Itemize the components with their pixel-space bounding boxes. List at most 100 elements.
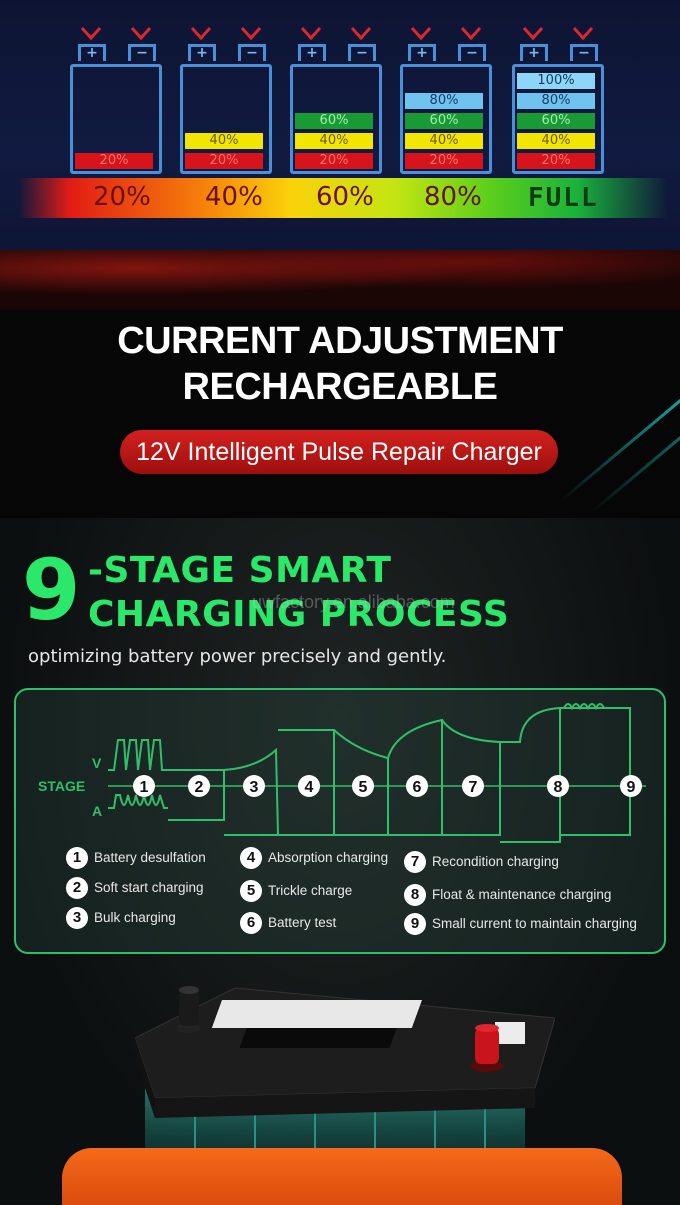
red-clip-icon (240, 26, 262, 42)
battery-level-3: + − 20% 40% 60% (290, 26, 382, 174)
battery-body (180, 64, 272, 174)
charge-cell: 20% (295, 153, 373, 169)
svg-text:1: 1 (140, 779, 149, 796)
battery-level-1: + − 20% (70, 26, 162, 174)
promo-section: CURRENT ADJUSTMENT RECHARGEABLE 12V Inte… (0, 250, 680, 518)
battery-level-2: + − 20% 40% (180, 26, 272, 174)
legend-text: Bulk charging (94, 910, 176, 925)
legend-number: 5 (240, 880, 262, 902)
legend-number: 9 (404, 913, 426, 935)
red-clip-icon (522, 26, 544, 42)
legend-text: Small current to maintain charging (432, 916, 637, 931)
stage-number-8: 8 (547, 775, 569, 797)
legend-number: 1 (66, 847, 88, 869)
light-streak (589, 435, 680, 515)
battery-level-5: +−20%40%60%80%100% (512, 26, 604, 174)
charge-cell: 80% (405, 93, 483, 109)
negative-terminal: − (238, 44, 266, 61)
legend-number: 8 (404, 884, 426, 906)
charge-cell: 20% (405, 153, 483, 169)
svg-text:6: 6 (413, 779, 422, 796)
stage-number-7: 7 (462, 775, 484, 797)
negative-terminal: − (458, 44, 486, 61)
stage-number-2: 2 (188, 775, 210, 797)
scale-label: 60% (316, 182, 374, 212)
promo-title-line1: CURRENT ADJUSTMENT (117, 320, 563, 362)
charge-gradient-bar (18, 178, 668, 218)
legend-number: 2 (66, 877, 88, 899)
negative-terminal: − (570, 44, 598, 61)
stage-label: STAGE (38, 778, 85, 794)
negative-terminal: − (348, 44, 376, 61)
big-nine: 9 (22, 541, 81, 639)
charge-cell: 20% (75, 153, 153, 169)
svg-text:7: 7 (469, 779, 478, 796)
red-clip-icon (130, 26, 152, 42)
negative-terminal: − (128, 44, 156, 61)
red-clip-icon (460, 26, 482, 42)
full-label: FULL (528, 183, 599, 213)
svg-text:2: 2 (195, 779, 204, 796)
promo-title-line2: RECHARGEABLE (182, 366, 498, 408)
waveform-lines (108, 703, 631, 843)
legend-text: Trickle charge (268, 883, 353, 898)
stage-number-9: 9 (620, 775, 642, 797)
legend-text: Float & maintenance charging (432, 887, 612, 902)
stages-subtitle: optimizing battery power precisely and g… (28, 646, 447, 667)
charger-body-image (62, 1148, 622, 1205)
stages-title-line1: -STAGE SMART (88, 550, 392, 591)
battery-body (512, 64, 604, 174)
legend-text: Recondition charging (432, 854, 559, 869)
stage-number-5: 5 (352, 775, 374, 797)
red-clip-icon (300, 26, 322, 42)
scale-label: 40% (205, 182, 263, 212)
legend-number: 4 (240, 847, 262, 869)
positive-terminal: + (188, 44, 216, 61)
stage-waveform-diagram: V STAGE A 1 2 3 4 5 6 7 8 9 (38, 703, 646, 843)
positive-terminal: + (408, 44, 436, 61)
battery-body (290, 64, 382, 174)
charge-cell: 40% (405, 133, 483, 149)
product-name-pill: 12V Intelligent Pulse Repair Charger (120, 430, 558, 474)
charge-cell: 40% (185, 133, 263, 149)
legend-number: 6 (240, 912, 262, 934)
car-battery-image (135, 986, 555, 1158)
red-clip-icon (80, 26, 102, 42)
svg-text:4: 4 (305, 779, 314, 796)
charge-cell: 60% (295, 113, 373, 129)
svg-text:5: 5 (359, 779, 368, 796)
legend-number: 7 (404, 851, 426, 873)
charge-cell: 100% (517, 73, 595, 89)
v-label: V (92, 755, 102, 771)
charge-cell: 20% (185, 153, 263, 169)
watermark: uwfactory.en.alibaba.com (252, 592, 455, 612)
charge-cell: 40% (517, 133, 595, 149)
charge-cell: 40% (295, 133, 373, 149)
positive-terminal: + (520, 44, 548, 61)
red-clip-icon (190, 26, 212, 42)
legend-text: Soft start charging (94, 880, 204, 895)
scale-label: 80% (424, 182, 482, 212)
legend-text: Battery desulfation (94, 850, 206, 865)
red-glow-strip (0, 250, 680, 310)
positive-terminal: + (298, 44, 326, 61)
svg-text:8: 8 (554, 779, 563, 796)
stages-title-line2: CHARGING PROCESS (88, 594, 510, 635)
svg-text:9: 9 (627, 779, 636, 796)
legend-text: Absorption charging (268, 850, 389, 865)
charge-levels-section: + − 20% + − 20% 40% + − 20% 40% 60% + − 20% 40% 60% 80% + −… (0, 0, 680, 250)
battery-level-4: +−20%40%60%80% (400, 26, 492, 174)
battery-body (400, 64, 492, 174)
a-label: A (92, 803, 102, 819)
scale-label: 20% (93, 182, 151, 212)
legend-text: Battery test (268, 915, 337, 930)
stages-section: 9 -STAGE SMART CHARGING PROCESS uwfactor… (0, 518, 680, 1205)
charge-cell: 60% (517, 113, 595, 129)
svg-text:3: 3 (250, 779, 259, 796)
positive-terminal: + (78, 44, 106, 61)
red-clip-icon (572, 26, 594, 42)
red-clip-icon (410, 26, 432, 42)
stage-number-1: 1 (133, 775, 155, 797)
stage-number-6: 6 (406, 775, 428, 797)
